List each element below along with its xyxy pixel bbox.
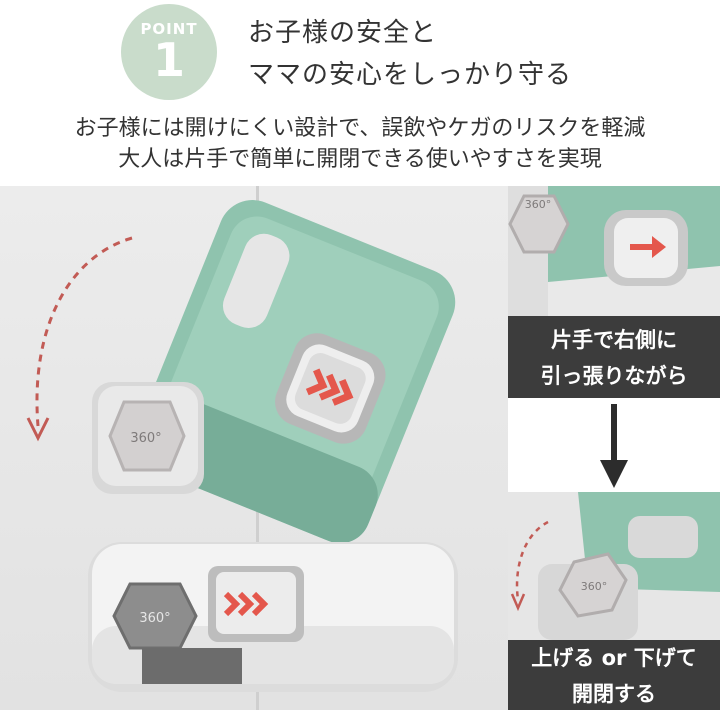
headline-line-1: お子様の安全と — [248, 18, 438, 48]
step2-line-1: 上げる or 下げて — [531, 646, 697, 670]
down-arrow-icon — [600, 404, 628, 488]
chevron-icon — [223, 591, 269, 617]
headline-line-2: ママの安心をしっかり守る — [248, 60, 573, 90]
step2-line-2: 開閉する — [572, 682, 656, 706]
badge-number: 1 — [152, 33, 185, 87]
badge-word: POINT — [140, 20, 198, 38]
right-arrow-icon — [630, 236, 666, 258]
lock-body-white: 360° — [88, 542, 458, 692]
step1-photo: 360° — [508, 186, 720, 316]
lock-base-small: 360° — [92, 382, 204, 494]
knob-label-3: 360° — [525, 198, 552, 211]
step2-illustration: 360° — [508, 492, 720, 640]
product-illustration: 360° 360° — [26, 186, 458, 710]
subtext-line-1: お子様には開けにくい設計で、誤飲やケガのリスクを軽減 — [74, 116, 646, 141]
step1-caption: 片手で右側に 引っ張りながら — [508, 316, 720, 398]
slider-button — [275, 333, 386, 444]
step2-photo: 360° — [508, 492, 720, 640]
lock-arm — [134, 200, 456, 544]
knob-label-4: 360° — [581, 580, 608, 593]
step1-illustration: 360° — [508, 186, 720, 316]
curved-arrow-icon — [510, 520, 549, 612]
subtext-line-2: 大人は片手で簡単に開閉できる使いやすさを実現 — [118, 147, 602, 172]
step2-caption: 上げる or 下げて 開閉する — [508, 640, 720, 710]
knob-label: 360° — [130, 431, 161, 446]
chevron-icon — [305, 368, 354, 406]
product-photo: 360° 360° — [0, 186, 508, 710]
step1-line-1: 片手で右側に — [551, 328, 677, 352]
point-badge: POINT 1 — [121, 4, 217, 100]
curved-arrow-icon — [26, 236, 133, 442]
step1-line-2: 引っ張りながら — [540, 364, 688, 388]
knob-label-2: 360° — [139, 611, 170, 626]
